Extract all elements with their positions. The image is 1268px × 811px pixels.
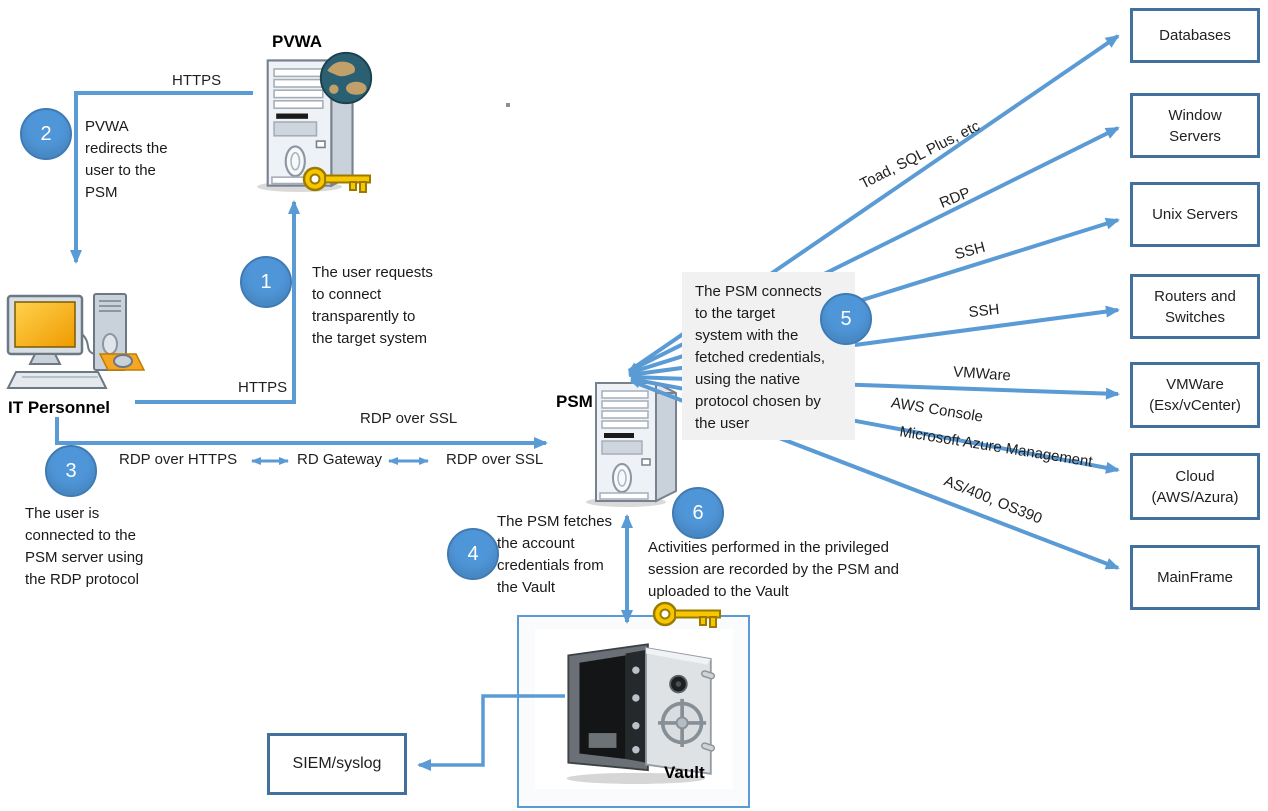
target-box-routers-switches: Routers and Switches xyxy=(1130,274,1260,339)
step4-number: 4 xyxy=(467,542,479,565)
https-label-top: HTTPS xyxy=(172,72,222,89)
target-box-unix-servers: Unix Servers xyxy=(1130,182,1260,247)
globe-icon xyxy=(319,51,373,105)
line-vault-to-siem xyxy=(417,694,565,771)
protocol-ssh-routers: SSH xyxy=(967,300,1001,322)
step1-number: 1 xyxy=(260,270,272,293)
line-rdp-over-ssl-to-psm xyxy=(55,417,548,449)
target-vmware-label: VMWare (Esx/vCenter) xyxy=(1149,376,1241,414)
line-user-request-to-pvwa xyxy=(135,200,300,404)
psm-label: PSM xyxy=(556,392,593,411)
key-icon-vault xyxy=(652,601,721,628)
step3-badge: 3 xyxy=(45,445,97,497)
target-cloud-label: Cloud (AWS/Azura) xyxy=(1151,467,1239,506)
target-window-servers-label: Window Servers xyxy=(1168,106,1222,145)
stray-dot xyxy=(506,103,510,107)
monitor-screen xyxy=(14,301,76,348)
step1-badge: 1 xyxy=(240,256,292,308)
vault-safe-icon xyxy=(566,643,716,784)
target-box-cloud: Cloud (AWS/Azura) xyxy=(1130,453,1260,520)
step2-badge: 2 xyxy=(20,108,72,160)
step5-note-box: The PSM connects to the target system wi… xyxy=(682,272,855,440)
line-user-to-pvwa-https xyxy=(70,91,253,264)
key-icon-pvwa xyxy=(302,166,371,193)
target-box-mainframe: MainFrame xyxy=(1130,545,1260,610)
it-personnel-computer-icon xyxy=(6,293,146,389)
step5-number: 5 xyxy=(840,307,852,330)
step5-badge: 5 xyxy=(820,293,872,345)
target-routers-switches-label: Routers and Switches xyxy=(1154,287,1236,326)
step3-number: 3 xyxy=(65,459,77,482)
gateway-middle-label: RD Gateway xyxy=(297,451,383,468)
step2-number: 2 xyxy=(40,122,52,145)
pvwa-label: PVWA xyxy=(272,32,323,51)
keyboard xyxy=(6,371,108,389)
gateway-left-label: RDP over HTTPS xyxy=(119,451,238,468)
vault-label: Vault xyxy=(664,763,705,782)
target-mainframe-label: MainFrame xyxy=(1157,569,1233,586)
gateway-right-label: RDP over SSL xyxy=(446,451,544,468)
step1-text: The user requests to connect transparent… xyxy=(312,264,433,347)
step3-text: The user is connected to the PSM server … xyxy=(25,505,144,588)
it-personnel-label: IT Personnel xyxy=(8,398,111,417)
siem-label: SIEM/syslog xyxy=(292,755,382,772)
step4-text: The PSM fetches the account credentials … xyxy=(497,513,613,596)
target-box-window-servers: Window Servers xyxy=(1130,93,1260,158)
target-box-databases: Databases xyxy=(1130,8,1260,63)
target-box-vmware: VMWare (Esx/vCenter) xyxy=(1130,362,1260,428)
target-unix-servers-label: Unix Servers xyxy=(1152,206,1238,223)
target-databases-label: Databases xyxy=(1159,27,1231,44)
https-label-user: HTTPS xyxy=(238,379,288,396)
step2-text: PVWA redirects the user to the PSM xyxy=(85,118,168,201)
step6-text: Activities performed in the privileged s… xyxy=(648,539,899,600)
step6-badge: 6 xyxy=(672,487,724,539)
step6-number: 6 xyxy=(692,501,704,524)
step4-badge: 4 xyxy=(447,528,499,580)
rdp-over-ssl-label: RDP over SSL xyxy=(360,410,458,427)
siem-box: SIEM/syslog xyxy=(267,733,407,795)
mouse xyxy=(113,354,133,368)
